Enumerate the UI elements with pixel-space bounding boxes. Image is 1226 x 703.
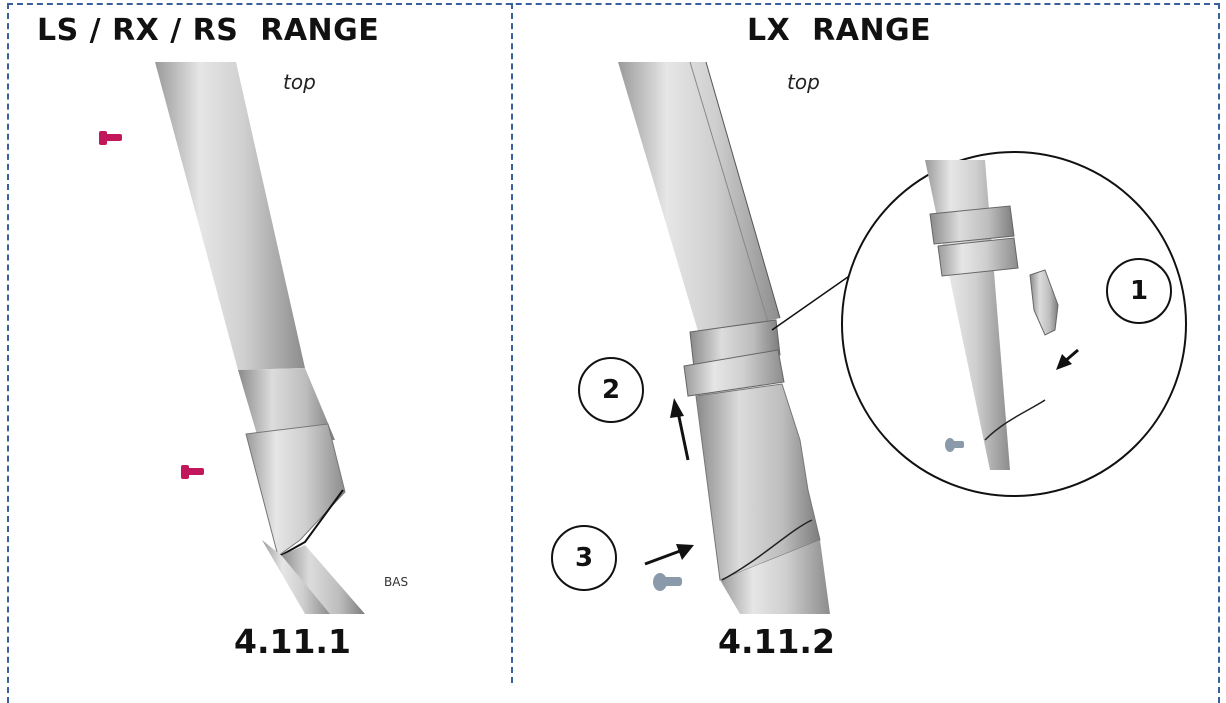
zoom-leader-line <box>771 271 856 331</box>
left-bottom-label: BAS <box>384 575 409 589</box>
right-top-label: top <box>787 70 820 94</box>
step-1-marker: 1 <box>1106 258 1172 324</box>
panel-divider <box>511 3 513 683</box>
left-figure-caption: 4.11.1 <box>234 622 351 661</box>
rivet-icon <box>653 573 682 591</box>
rivet-icon <box>99 131 122 145</box>
arrow-icon <box>1056 348 1079 370</box>
rivet-icon <box>181 465 204 479</box>
step-2-marker: 2 <box>578 357 644 423</box>
right-panel-title: LX RANGE <box>747 13 932 48</box>
right-figure-caption: 4.11.2 <box>718 622 835 661</box>
step-3-marker: 3 <box>551 525 617 591</box>
left-panel-title: LS / RX / RS RANGE <box>37 13 380 48</box>
arrow-icon <box>670 398 690 461</box>
right-tube <box>618 61 830 614</box>
assembly-illustration <box>99 61 1187 614</box>
rivet-icon <box>945 438 964 452</box>
left-top-label: top <box>283 70 316 94</box>
arrow-icon <box>644 544 694 566</box>
zoom-detail <box>841 151 1187 497</box>
left-tube <box>155 62 365 614</box>
page-frame <box>7 3 1220 703</box>
